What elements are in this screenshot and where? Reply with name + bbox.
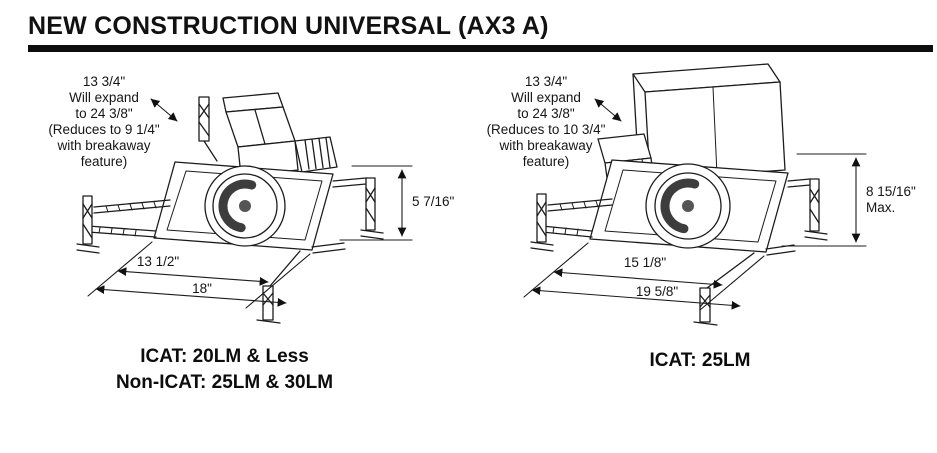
left-outer-width-dimension: 18" xyxy=(192,281,212,296)
right-inner-width-dimension: 15 1/8" xyxy=(623,255,667,270)
left-expand-note: 13 3/4" Will expand to 24 3/8" (Reduces … xyxy=(48,74,160,169)
hanger-bar xyxy=(541,198,613,238)
junction-box xyxy=(222,92,338,177)
trim-opening xyxy=(204,165,286,247)
nail-plate-icon xyxy=(530,193,554,252)
right-expand-note: 13 3/4" Will expand to 24 3/8" (Reduces … xyxy=(486,74,606,169)
nail-plate-icon xyxy=(256,250,301,324)
nail-plate-icon xyxy=(804,178,828,241)
page-title: NEW CONSTRUCTION UNIVERSAL (AX3 A) xyxy=(28,12,549,40)
nail-plate-icon xyxy=(693,252,755,326)
title-underline xyxy=(28,45,933,52)
dimension-lines xyxy=(523,98,867,311)
trim-opening xyxy=(645,163,731,249)
left-height-dimension: 5 7/16" xyxy=(412,194,455,209)
right-height-dimension: 8 15/16" Max. xyxy=(866,184,916,215)
hanger-bar xyxy=(87,199,171,238)
hanger-bar xyxy=(311,177,367,254)
right-outer-width-dimension: 19 5/8" xyxy=(635,284,679,299)
left-fixture-caption: ICAT: 20LM & Less Non-ICAT: 25LM & 30LM xyxy=(115,346,334,393)
nail-plate-icon xyxy=(360,177,384,240)
nail-plate-icon xyxy=(76,195,100,254)
nail-plate-icon xyxy=(198,96,218,162)
right-fixture-caption: ICAT: 25LM xyxy=(649,350,751,371)
left-fixture-drawing xyxy=(76,92,413,324)
left-inner-width-dimension: 13 1/2" xyxy=(136,254,180,269)
right-fixture-drawing xyxy=(523,63,867,326)
dimension-lines xyxy=(87,98,413,309)
